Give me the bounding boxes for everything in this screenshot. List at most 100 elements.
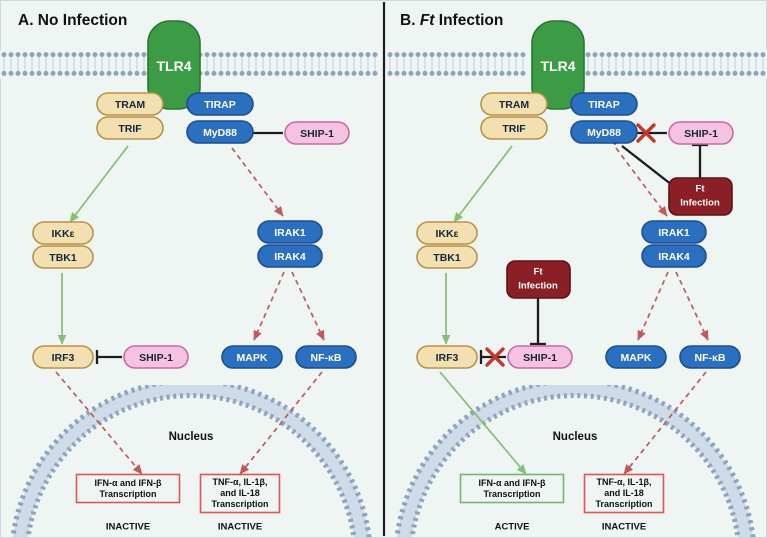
- transcription-tnf-state-a: INACTIVE: [218, 522, 262, 533]
- node-irf3-label-a: IRF3: [52, 352, 75, 364]
- node-myd88-label-a: MyD88: [203, 127, 237, 139]
- node-tlr4-label-b: TLR4: [541, 58, 576, 74]
- node-trif-label-b: TRIF: [502, 123, 526, 135]
- node-ship1-bottom-label-b: SHIP-1: [523, 352, 557, 364]
- transcription-tnf-line1-b: TNF-α, IL-1β,: [596, 477, 651, 487]
- node-mapk-label-a: MAPK: [237, 352, 268, 364]
- transcription-ifn-a: IFN-α and IFN-β Transcription INACTIVE: [75, 473, 181, 533]
- transcription-ifn-line1-b: IFN-α and IFN-β: [478, 478, 546, 488]
- node-tbk1-label-a: TBK1: [49, 252, 77, 264]
- node-ship1-top-a[interactable]: SHIP-1: [284, 121, 350, 145]
- transcription-tnf-b: TNF-α, IL-1β, and IL-18 Transcription IN…: [583, 473, 665, 533]
- panel-a-title: A. No Infection: [18, 12, 127, 29]
- arrow-trif-to-ikke-b: [453, 145, 513, 223]
- node-irak1-a[interactable]: IRAK1: [257, 220, 323, 244]
- transcription-ifn-state-a: INACTIVE: [106, 522, 150, 533]
- node-tram-b[interactable]: TRAM: [480, 92, 548, 116]
- node-ship1-bottom-b[interactable]: SHIP-1: [507, 345, 573, 369]
- node-ship1-bottom-a[interactable]: SHIP-1: [123, 345, 189, 369]
- transcription-tnf-line3-a: Transcription: [211, 499, 268, 509]
- node-irak4-label-b: IRAK4: [658, 251, 690, 263]
- node-tirap-b[interactable]: TIRAP: [570, 92, 638, 116]
- node-tram-a[interactable]: TRAM: [96, 92, 164, 116]
- panel-b: B. Ft Infection: [386, 12, 767, 537]
- node-tlr4-label-a: TLR4: [157, 58, 192, 74]
- node-nfkb-a[interactable]: NF-κB: [295, 345, 357, 369]
- node-ship1-bottom-label-a: SHIP-1: [139, 352, 173, 364]
- node-irak1-b[interactable]: IRAK1: [641, 220, 707, 244]
- arrow-irf3-to-ifn-a: [55, 371, 143, 475]
- ft-infection-lower-line1-b: Ft: [534, 267, 544, 278]
- ft-infection-upper-line2-b: Infection: [680, 198, 720, 209]
- transcription-ifn-b: IFN-α and IFN-β Transcription ACTIVE: [459, 473, 565, 533]
- inhibition-ship1-irf3-blocked-b: [479, 347, 506, 367]
- node-irf3-a[interactable]: IRF3: [32, 345, 94, 369]
- node-irf3-label-b: IRF3: [436, 352, 459, 364]
- node-irak4-b[interactable]: IRAK4: [641, 244, 707, 268]
- node-irf3-b[interactable]: IRF3: [416, 345, 478, 369]
- node-ship1-top-label-a: SHIP-1: [300, 128, 334, 140]
- node-trif-label-a: TRIF: [118, 123, 142, 135]
- node-ikke-b[interactable]: IKKε: [416, 221, 478, 245]
- node-irak4-a[interactable]: IRAK4: [257, 244, 323, 268]
- arrow-irf3-to-ifn-b: [439, 371, 527, 475]
- panel-a: A. No Infection: [0, 12, 383, 537]
- node-ikke-label-b: IKKε: [435, 228, 458, 240]
- node-ikke-a[interactable]: IKKε: [32, 221, 94, 245]
- panel-b-title: B. Ft Infection: [400, 12, 503, 29]
- node-tbk1-a[interactable]: TBK1: [32, 245, 94, 269]
- arrow-nfkb-to-tnf-a: [239, 371, 323, 475]
- node-tlr4-b[interactable]: TLR4: [531, 20, 585, 110]
- arrow-irak4-to-mapk-b: [637, 271, 669, 341]
- arrow-irak4-to-nfkb-a: [291, 271, 325, 341]
- transcription-tnf-line2-b: and IL-18: [604, 488, 644, 498]
- transcription-ifn-state-b: ACTIVE: [495, 522, 530, 533]
- transcription-tnf-line1-a: TNF-α, IL-1β,: [212, 477, 267, 487]
- node-mapk-label-b: MAPK: [621, 352, 652, 364]
- arrow-irak4-to-mapk-a: [253, 271, 285, 341]
- node-tirap-a[interactable]: TIRAP: [186, 92, 254, 116]
- ft-infection-upper-line1-b: Ft: [696, 184, 706, 195]
- node-mapk-b[interactable]: MAPK: [605, 345, 667, 369]
- ft-infection-lower-line2-b: Infection: [518, 281, 558, 292]
- node-myd88-label-b: MyD88: [587, 127, 621, 139]
- node-ship1-top-b[interactable]: SHIP-1: [668, 121, 734, 145]
- node-tram-label-a: TRAM: [115, 99, 146, 111]
- node-irak4-label-a: IRAK4: [274, 251, 306, 263]
- arrow-nfkb-to-tnf-b: [623, 371, 707, 475]
- node-myd88-b[interactable]: MyD88: [570, 120, 638, 144]
- inhibition-ft-lower-ship1-b: [530, 297, 546, 346]
- node-tram-label-b: TRAM: [499, 99, 530, 111]
- node-tbk1-label-b: TBK1: [433, 252, 461, 264]
- block-cross-icon-myd88-b: [636, 123, 656, 143]
- node-nfkb-label-b: NF-κB: [695, 352, 726, 364]
- node-tirap-label-b: TIRAP: [588, 99, 620, 111]
- node-trif-a[interactable]: TRIF: [96, 116, 164, 140]
- transcription-tnf-a: TNF-α, IL-1β, and IL-18 Transcription IN…: [199, 473, 281, 533]
- node-tirap-label-a: TIRAP: [204, 99, 236, 111]
- transcription-ifn-line2-a: Transcription: [99, 489, 156, 499]
- node-ft-infection-upper-b[interactable]: Ft Infection: [668, 177, 733, 216]
- node-ship1-top-label-b: SHIP-1: [684, 128, 718, 140]
- transcription-tnf-line2-a: and IL-18: [220, 488, 260, 498]
- inhibition-ft-ship1-b: [692, 143, 708, 178]
- node-nfkb-b[interactable]: NF-κB: [679, 345, 741, 369]
- node-irak1-label-b: IRAK1: [658, 227, 690, 239]
- transcription-tnf-state-b: INACTIVE: [602, 522, 646, 533]
- node-tlr4-a[interactable]: TLR4: [147, 20, 201, 110]
- nucleus-label-b: Nucleus: [553, 431, 598, 443]
- transcription-ifn-line1-a: IFN-α and IFN-β: [94, 478, 162, 488]
- transcription-ifn-line2-b: Transcription: [483, 489, 540, 499]
- node-myd88-a[interactable]: MyD88: [186, 120, 254, 144]
- node-tbk1-b[interactable]: TBK1: [416, 245, 478, 269]
- node-trif-b[interactable]: TRIF: [480, 116, 548, 140]
- node-irak1-label-a: IRAK1: [274, 227, 306, 239]
- node-nfkb-label-a: NF-κB: [311, 352, 342, 364]
- block-cross-icon-irf3-b: [485, 347, 505, 367]
- node-ft-infection-lower-b[interactable]: Ft Infection: [506, 260, 571, 299]
- transcription-tnf-line3-b: Transcription: [595, 499, 652, 509]
- inhibition-ship1-irf3-a: [95, 350, 122, 364]
- node-mapk-a[interactable]: MAPK: [221, 345, 283, 369]
